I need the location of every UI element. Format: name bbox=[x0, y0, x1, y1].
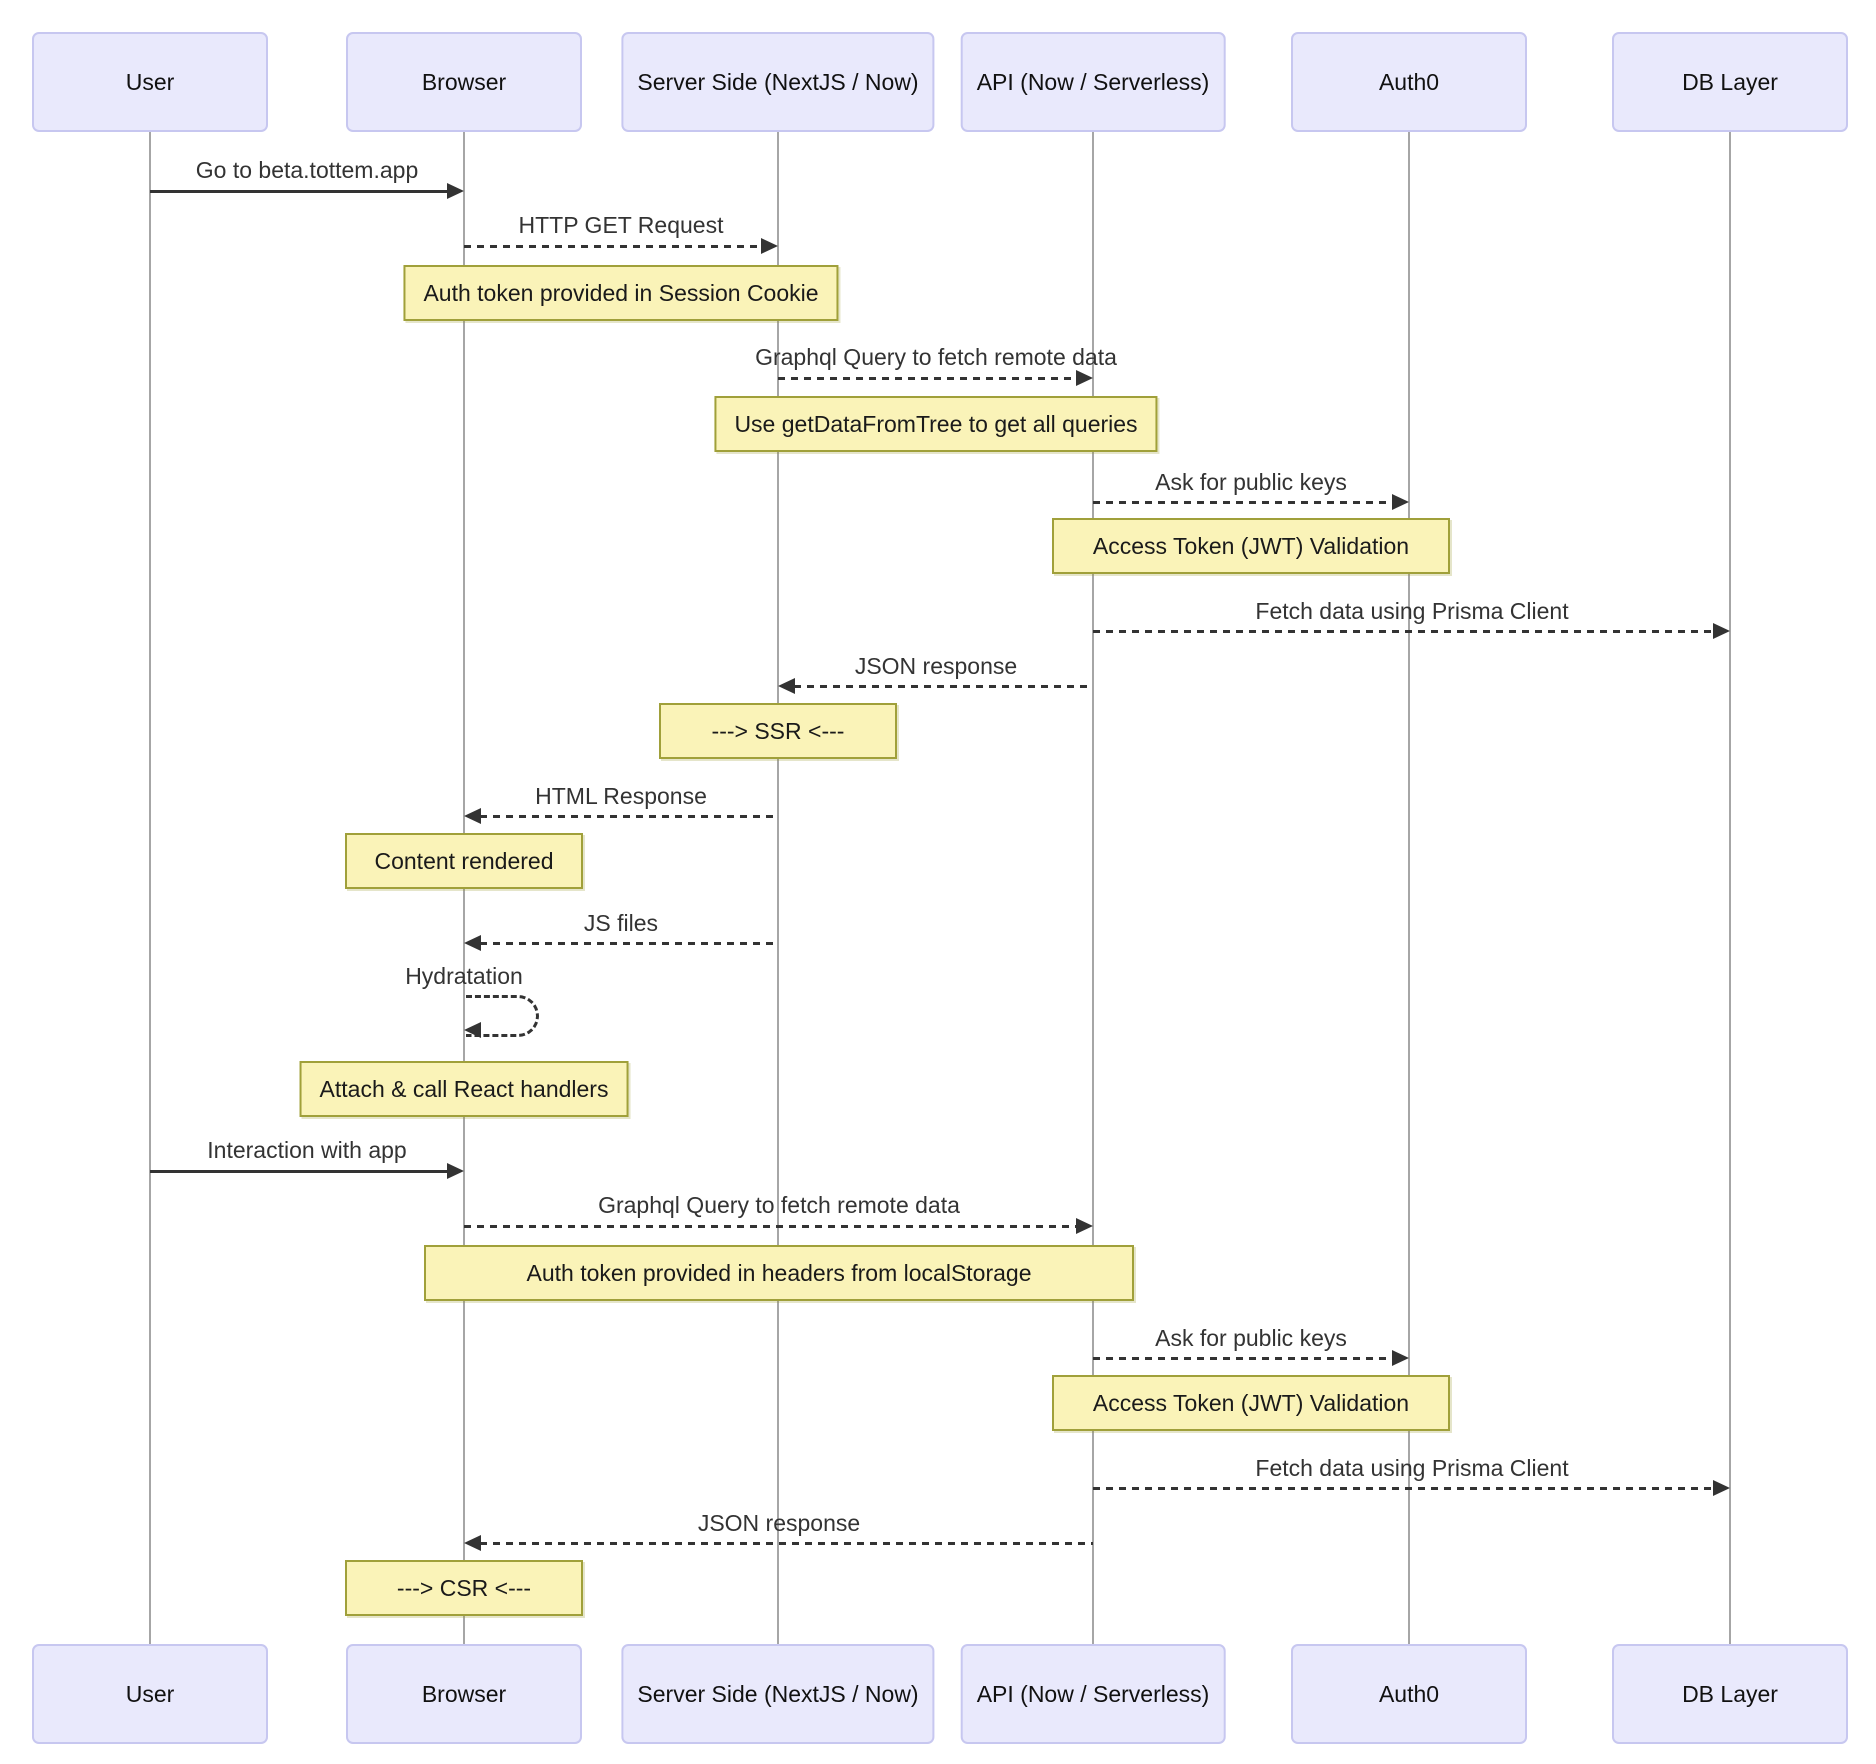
note-localstorage: Auth token provided in headers from loca… bbox=[424, 1245, 1134, 1301]
participant-bottom-browser: Browser bbox=[346, 1644, 582, 1744]
message-label: Fetch data using Prisma Client bbox=[1255, 598, 1569, 624]
message-label: HTML Response bbox=[535, 783, 707, 809]
note-content-rendered: Content rendered bbox=[345, 833, 583, 889]
arrow-line bbox=[778, 377, 1076, 380]
participant-top-api: API (Now / Serverless) bbox=[960, 32, 1226, 132]
lifeline-server bbox=[777, 132, 779, 1644]
arrowhead-right bbox=[1392, 1350, 1409, 1366]
lifeline-db bbox=[1729, 132, 1731, 1644]
message-label: Go to beta.tottem.app bbox=[195, 157, 419, 183]
participant-top-auth0: Auth0 bbox=[1291, 32, 1527, 132]
message-label: JSON response bbox=[854, 653, 1018, 679]
note-ssr: ---> SSR <--- bbox=[659, 703, 897, 759]
participant-top-browser: Browser bbox=[346, 32, 582, 132]
participant-bottom-user: User bbox=[32, 1644, 268, 1744]
lifeline-auth0 bbox=[1408, 132, 1410, 1644]
participant-bottom-server: Server Side (NextJS / Now) bbox=[621, 1644, 935, 1744]
arrowhead-right bbox=[1392, 494, 1409, 510]
arrowhead-right bbox=[447, 1163, 464, 1179]
arrow-line bbox=[1093, 501, 1392, 504]
participant-bottom-api: API (Now / Serverless) bbox=[960, 1644, 1226, 1744]
lifeline-user bbox=[149, 132, 151, 1644]
arrow-line bbox=[1093, 630, 1713, 633]
arrowhead-right bbox=[761, 238, 778, 254]
message-label: Ask for public keys bbox=[1155, 469, 1347, 495]
note-csr: ---> CSR <--- bbox=[345, 1560, 583, 1616]
arrow-line bbox=[480, 815, 777, 818]
note-jwt-validation-2: Access Token (JWT) Validation bbox=[1052, 1375, 1450, 1431]
note-jwt-validation-1: Access Token (JWT) Validation bbox=[1052, 518, 1450, 574]
arrowhead-left bbox=[464, 1022, 481, 1038]
arrow-line bbox=[464, 1225, 1077, 1228]
message-label: Hydratation bbox=[405, 963, 523, 989]
participant-top-user: User bbox=[32, 32, 268, 132]
message-label: JSON response bbox=[697, 1510, 861, 1536]
note-react-handlers: Attach & call React handlers bbox=[299, 1061, 629, 1117]
arrow-line bbox=[1093, 1487, 1713, 1490]
arrowhead-left bbox=[464, 1535, 481, 1551]
message-label: Interaction with app bbox=[207, 1137, 407, 1163]
message-label: HTTP GET Request bbox=[518, 212, 724, 238]
message-label: Ask for public keys bbox=[1155, 1325, 1347, 1351]
loop-arc bbox=[466, 995, 539, 1037]
arrow-line bbox=[150, 190, 447, 193]
message-label: Fetch data using Prisma Client bbox=[1255, 1455, 1569, 1481]
message-label: Graphql Query to fetch remote data bbox=[755, 344, 1117, 370]
arrow-line bbox=[480, 1542, 1093, 1545]
arrowhead-right bbox=[1713, 623, 1730, 639]
arrow-line bbox=[150, 1170, 447, 1173]
arrow-line bbox=[794, 685, 1093, 688]
arrowhead-left bbox=[778, 678, 795, 694]
arrowhead-right bbox=[1076, 1218, 1093, 1234]
message-label: Graphql Query to fetch remote data bbox=[598, 1192, 960, 1218]
arrowhead-right bbox=[1076, 370, 1093, 386]
note-getdatafromtree: Use getDataFromTree to get all queries bbox=[714, 396, 1158, 452]
note-session-cookie: Auth token provided in Session Cookie bbox=[403, 265, 839, 321]
arrowhead-right bbox=[1713, 1480, 1730, 1496]
participant-bottom-db: DB Layer bbox=[1612, 1644, 1848, 1744]
arrow-line bbox=[464, 245, 761, 248]
arrowhead-right bbox=[447, 183, 464, 199]
arrow-line bbox=[480, 942, 777, 945]
arrowhead-left bbox=[464, 808, 481, 824]
participant-top-db: DB Layer bbox=[1612, 32, 1848, 132]
arrowhead-left bbox=[464, 935, 481, 951]
lifeline-api bbox=[1092, 132, 1094, 1644]
arrow-line bbox=[1093, 1357, 1392, 1360]
participant-bottom-auth0: Auth0 bbox=[1291, 1644, 1527, 1744]
message-label: JS files bbox=[583, 910, 659, 936]
participant-top-server: Server Side (NextJS / Now) bbox=[621, 32, 935, 132]
